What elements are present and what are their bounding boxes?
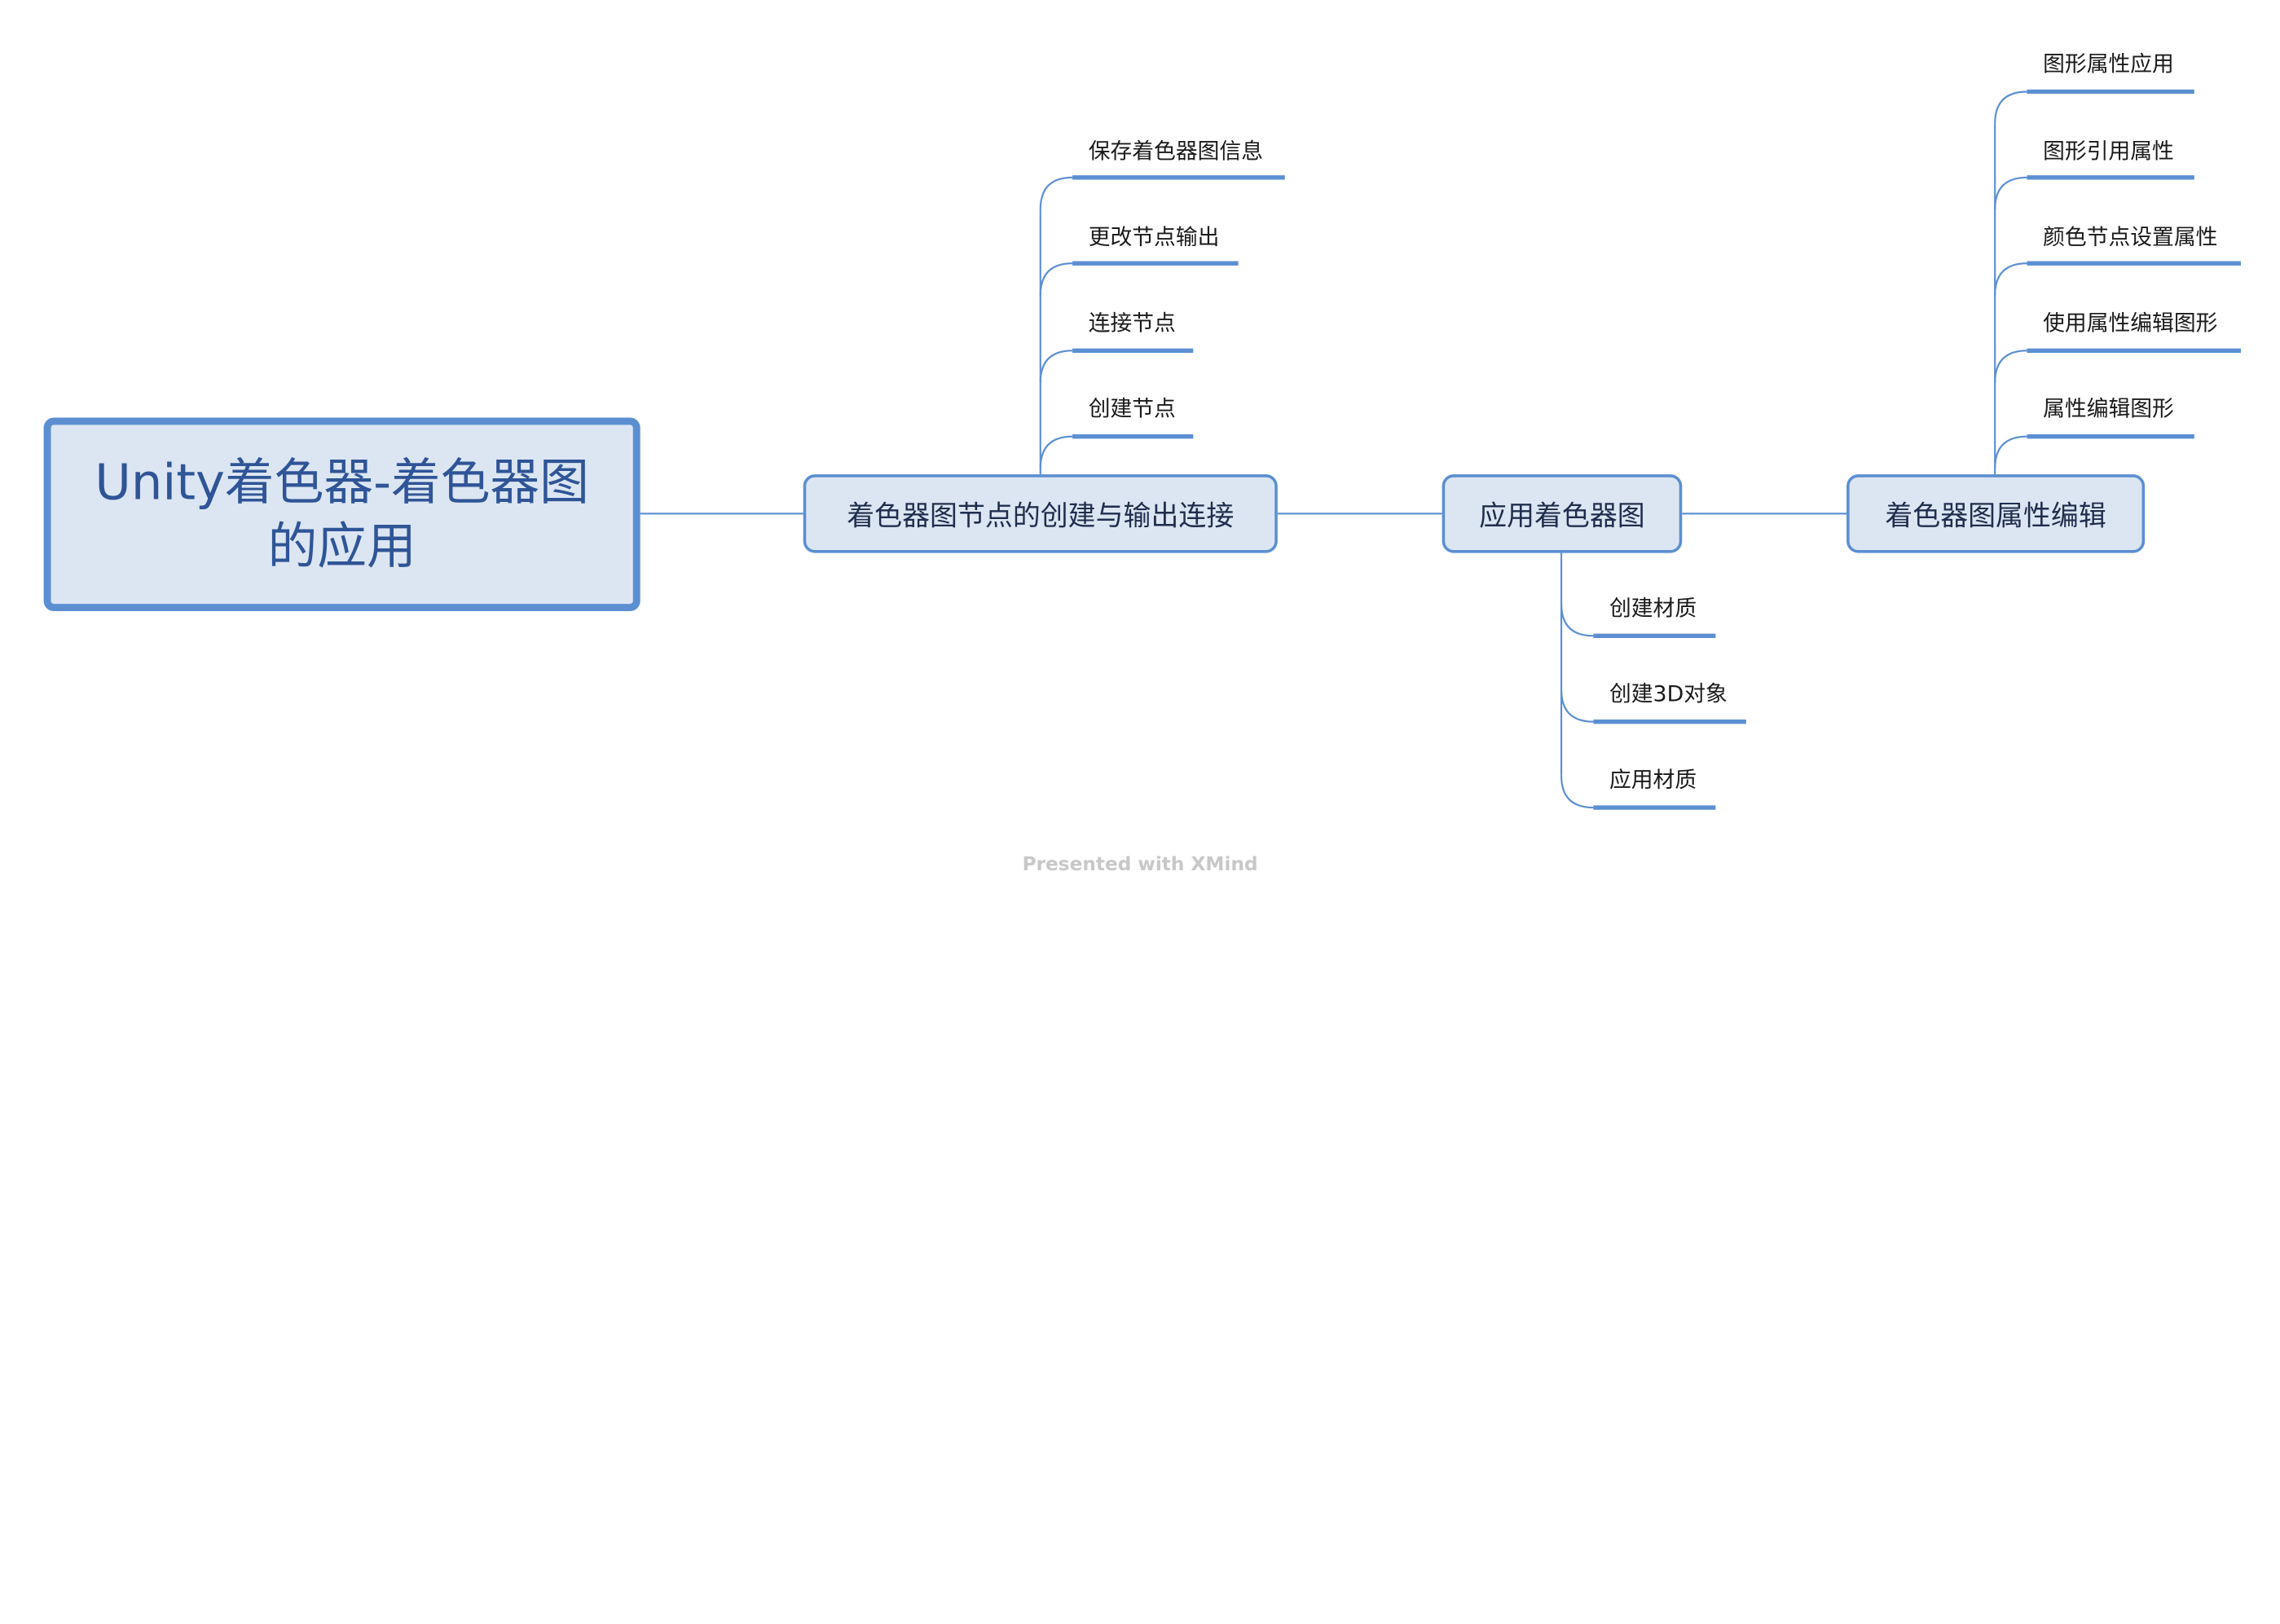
subtopic-edit-graph-with-property[interactable]: 使用属性编辑图形: [2043, 310, 2218, 337]
footer-credit: Presented with XMind: [1022, 854, 1258, 876]
branch-b-curve: [1560, 604, 1594, 637]
subtopic-create-nodes[interactable]: 创建节点: [1088, 395, 1176, 422]
topic-property-editing[interactable]: 着色器图属性编辑: [1846, 474, 2146, 553]
root-topic-label: Unity着色器-着色器图的应用: [95, 453, 589, 576]
subtopic-save-info[interactable]: 保存着色器图信息: [1088, 138, 1264, 165]
subtopic-apply-material[interactable]: 应用材质: [1609, 767, 1697, 794]
branch-c-curve: [1994, 90, 2027, 124]
subtopic-create-3d-object[interactable]: 创建3D对象: [1609, 680, 1728, 707]
branch-b-curve: [1560, 689, 1594, 723]
branch-c-curve: [1994, 176, 2027, 210]
branch-c-curve: [1994, 262, 2027, 296]
subtopic-property-edit-graph[interactable]: 属性编辑图形: [2043, 395, 2174, 422]
subtopic-create-material[interactable]: 创建材质: [1609, 595, 1697, 622]
topic-apply-shader-graph[interactable]: 应用着色器图: [1442, 474, 1683, 553]
topic-node-creation-output[interactable]: 着色器图节点的创建与输出连接: [803, 474, 1278, 553]
branch-c-curve: [1994, 350, 2027, 383]
topic-label: 应用着色器图: [1479, 500, 1645, 532]
branch-a-curve: [1039, 176, 1073, 210]
root-topic[interactable]: Unity着色器-着色器图的应用: [43, 417, 640, 611]
subtopic-graph-property-apply[interactable]: 图形属性应用: [2043, 51, 2174, 77]
branch-a-curve: [1039, 262, 1073, 296]
connector-lines: [640, 89, 2241, 810]
topic-label: 着色器图节点的创建与输出连接: [847, 500, 1235, 532]
topic-label: 着色器图属性编辑: [1885, 500, 2106, 532]
subtopic-graph-reference-property[interactable]: 图形引用属性: [2043, 138, 2174, 165]
branch-a-curve: [1039, 435, 1073, 469]
subtopic-connect-nodes[interactable]: 连接节点: [1088, 310, 1176, 337]
subtopic-change-output[interactable]: 更改节点输出: [1088, 223, 1220, 251]
branch-b-curve: [1560, 775, 1594, 809]
branch-c-curve: [1994, 435, 2027, 469]
branch-a-curve: [1039, 350, 1073, 383]
subtopic-color-node-property[interactable]: 颜色节点设置属性: [2043, 223, 2218, 251]
